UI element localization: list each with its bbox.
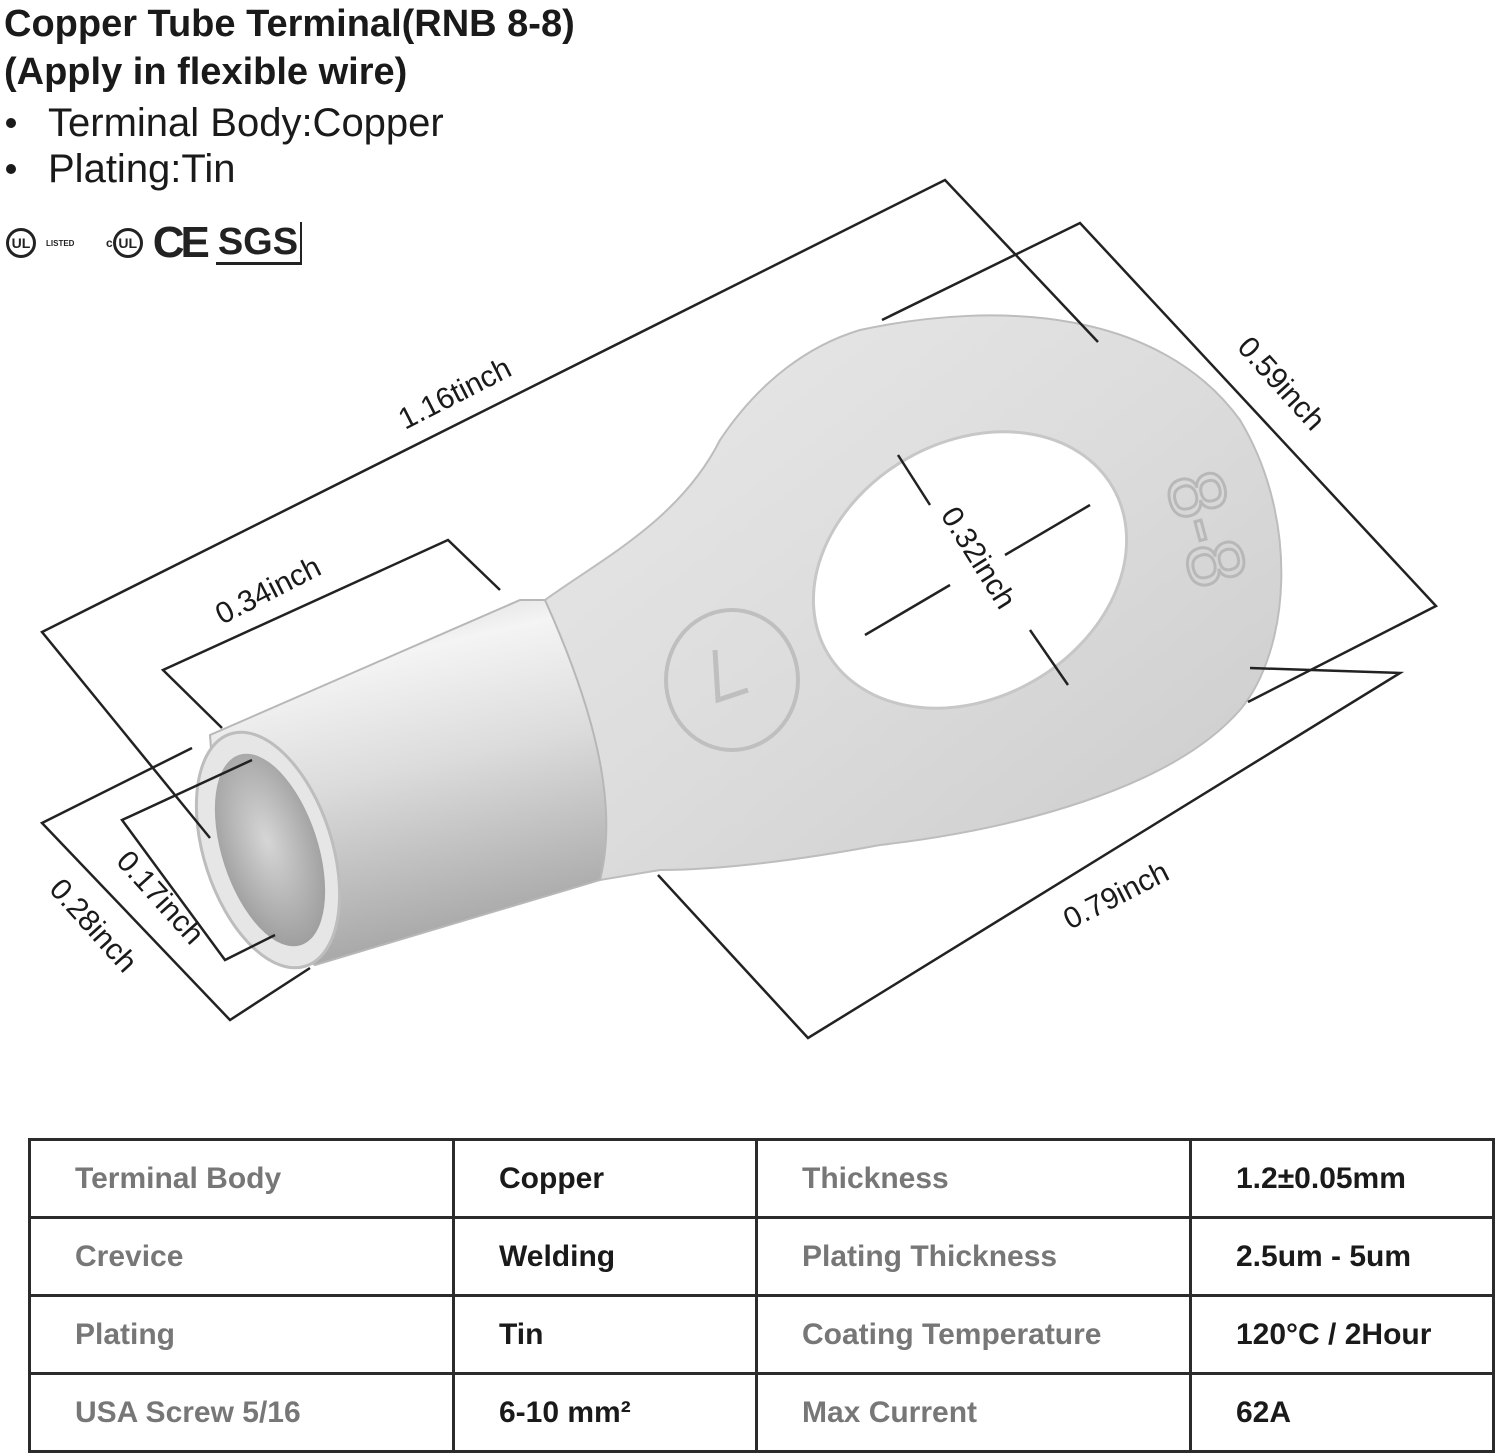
dimension-lines [39,178,1439,1040]
spec-label: Coating Temperature [755,1294,1192,1375]
barrel-bore [214,753,326,947]
product-title: Copper Tube Terminal(RNB 8-8) (Apply in … [4,0,575,96]
spec-value: Tin [452,1294,758,1375]
table-row: Plating Tin Coating Temperature 120°C / … [28,1294,1495,1375]
spec-label: Thickness [755,1138,1192,1219]
table-row: Crevice Welding Plating Thickness 2.5um … [28,1216,1495,1297]
barrel-length-line [160,538,501,729]
dim-outer-diameter: 0.28inch [43,873,143,979]
dim-tongue-length: 0.79inch [1058,855,1174,936]
spec-label: Terminal Body [28,1138,455,1219]
cul-circle: UL [112,228,143,258]
title-line-2: (Apply in flexible wire) [4,51,408,93]
spec-value: Welding [452,1216,758,1297]
dim-barrel-length: 0.34inch [210,550,326,631]
spec-value: 2.5um - 5um [1189,1216,1495,1297]
ul-listed-text: LISTED [46,238,75,248]
ring-width-line [881,221,1439,704]
dim-overall-length: 1.16tinch [393,352,516,437]
hole-tick-2 [1028,629,1070,686]
ul-logo-icon: UL [6,228,36,258]
table-row: USA Screw 5/16 6-10 mm² Max Current 62A [28,1372,1495,1453]
tongue-length-line [657,666,1405,1040]
hole-cross-bottom [864,583,951,637]
spec-value: 1.2±0.05mm [1189,1138,1495,1219]
spec-label: Plating Thickness [755,1216,1192,1297]
ce-logo-icon: CE [152,218,210,267]
spec-value: 120°C / 2Hour [1189,1294,1495,1375]
spec-label: Crevice [28,1216,455,1297]
certification-logos: UL LISTED c UL CE SGS [6,218,303,268]
table-row: Terminal Body Copper Thickness 1.2±0.05m… [28,1138,1495,1219]
feature-text: Plating:Tin [48,147,236,191]
outer-diameter-line [39,746,311,1022]
hole-cross-top [1004,503,1091,557]
cul-logo-icon: c UL [106,228,143,258]
terminal-hole [811,430,1129,710]
sgs-logo-icon: SGS [215,221,303,265]
overall-length-line [40,178,1099,839]
feature-list: Terminal Body:Copper Plating:Tin [6,100,444,192]
spec-value: 6-10 mm² [452,1372,758,1453]
cul-c: c [106,236,113,250]
terminal-diagram: 8-8 1.16tinch 0.59inch 0.34inch 0.32inch… [39,178,1439,1040]
bullet-icon [6,164,16,174]
spec-label: Max Current [755,1372,1192,1453]
feature-item: Plating:Tin [6,146,444,192]
spec-table: Terminal Body Copper Thickness 1.2±0.05m… [28,1138,1495,1453]
spec-label: Plating [28,1294,455,1375]
dim-ring-width: 0.59inch [1231,331,1331,437]
spec-label: USA Screw 5/16 [28,1372,455,1453]
bullet-icon [6,118,16,128]
spec-value: 62A [1189,1372,1495,1453]
title-line-1: Copper Tube Terminal(RNB 8-8) [4,3,575,45]
feature-text: Terminal Body:Copper [48,101,444,145]
ring-terminal: 8-8 [194,314,1283,970]
feature-item: Terminal Body:Copper [6,100,444,146]
ul-stamp [664,608,800,752]
dim-inner-diameter: 0.17inch [110,845,210,951]
hole-tick-1 [896,454,932,506]
spec-value: Copper [452,1138,758,1219]
inner-diameter-line [120,758,276,962]
